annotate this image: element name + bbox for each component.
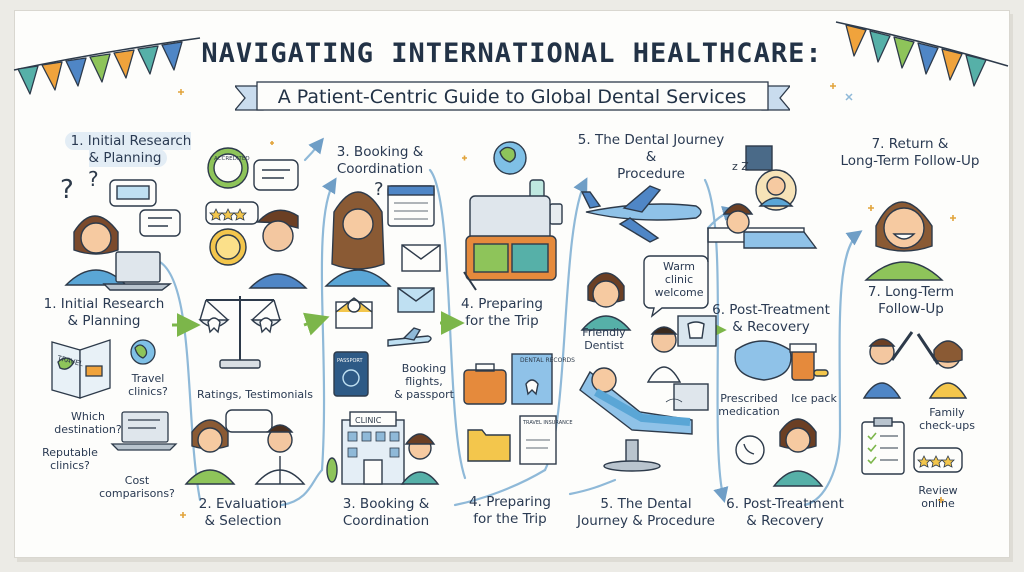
sleep-zz: z Z [732, 160, 749, 173]
note-ratings: Ratings, Testimonials [197, 388, 313, 401]
dental-records-label: DENTAL RECORDS [520, 357, 575, 364]
step1-mid-label: 1. Initial Research & Planning [43, 296, 165, 329]
step7-top-label: 7. Return & Long-Term Follow-Up [840, 136, 980, 169]
step3-top-label: 3. Booking & Coordination [336, 144, 424, 177]
clinic-sign: CLINIC [355, 416, 382, 425]
svg-text:?: ? [374, 179, 384, 200]
note-friendly-dentist: Friendly Dentist [582, 326, 626, 352]
question-mark: ? [60, 175, 74, 205]
subtitle-ribbon [235, 81, 790, 111]
note-review-online: Review online [918, 484, 958, 510]
step4-bottom-label: 4. Preparing for the Trip [469, 494, 551, 527]
main-title: NAVIGATING INTERNATIONAL HEALTHCARE: [201, 38, 823, 69]
svg-text:?: ? [88, 167, 99, 191]
note-booking-flights: Booking flights, & passport [394, 362, 454, 401]
note-ice-pack: Ice pack [791, 392, 837, 405]
step7-mid-label: 7. Long-Term Follow-Up [867, 284, 955, 317]
note-travel-clinics: Travel clinics? [128, 372, 168, 398]
note-cost-comparisons: Cost comparisons? [99, 474, 175, 500]
step1-top-label: 1. Initial Research & Planning [48, 132, 208, 167]
travel-insurance-label: TRAVEL INSURANCE [522, 420, 573, 426]
step5-top-label: 5. The Dental Journey & Procedure [577, 132, 725, 182]
note-warm-welcome: Warm clinic welcome [654, 260, 704, 299]
note-prescribed-medication: Prescribed medication [718, 392, 780, 418]
step4-mid-label: 4. Preparing for the Trip [461, 296, 543, 329]
subtitle: A Patient-Centric Guide to Global Dental… [277, 86, 747, 108]
note-family-checkups: Family check-ups [919, 406, 975, 432]
step2-bottom-label: 2. Evaluation & Selection [198, 496, 288, 529]
step6-mid-label: 6. Post-Treatment & Recovery [712, 302, 830, 335]
passport-label: PASSPORT [337, 358, 364, 364]
step3-bottom-label: 3. Booking & Coordination [342, 496, 430, 529]
step6-bottom-label: 6. Post-Treatment & Recovery [726, 496, 844, 529]
accredited-badge-label: ACCREDITED [214, 156, 250, 162]
note-reputable-clinics: Reputable clinics? [42, 446, 98, 472]
note-which-destination: Which destination? [54, 410, 122, 436]
bunting-decoration [13, 21, 1009, 101]
step5-bottom-label: 5. The Dental Journey & Procedure [577, 496, 715, 529]
